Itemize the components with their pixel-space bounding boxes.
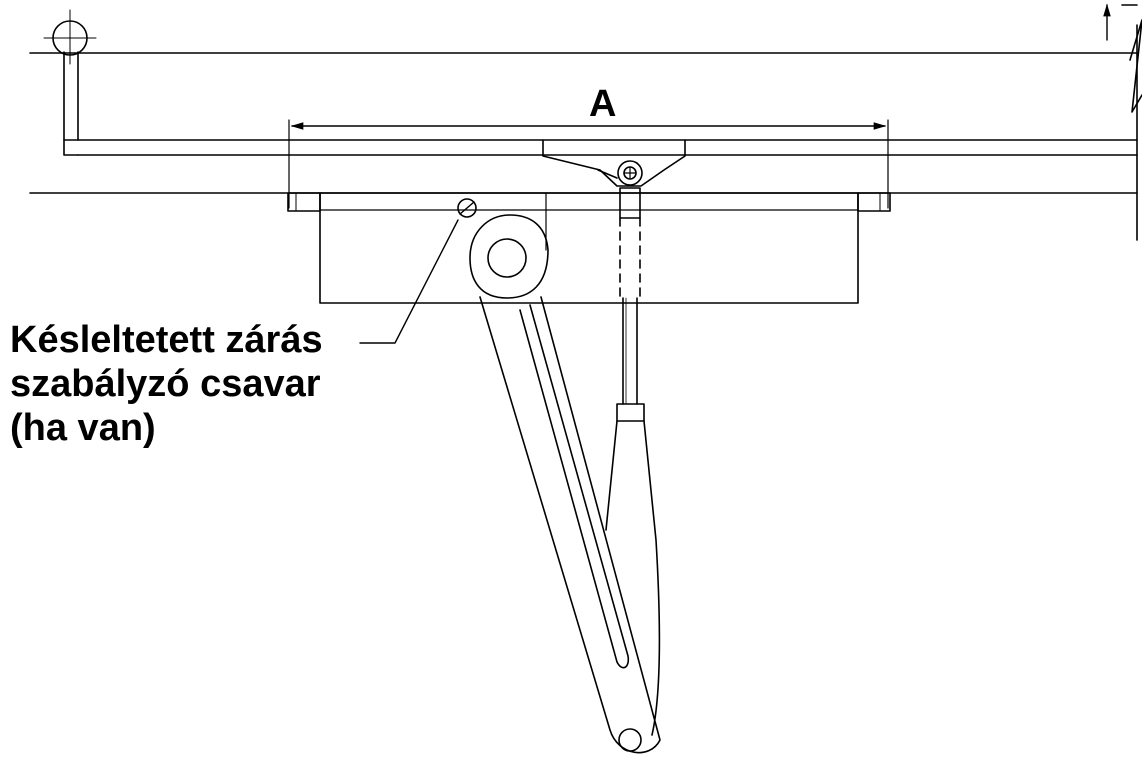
- door-frame-lines: [29, 24, 1138, 241]
- closer-pinion: [469, 214, 549, 299]
- forearm-rod: [605, 187, 661, 736]
- delayed-action-screw-callout: Késleltetett zárás szabályzó csavar (ha …: [10, 318, 323, 450]
- hinge-center-symbol: [43, 9, 97, 65]
- bracket-screw: [617, 160, 643, 186]
- callout-leader-line: [359, 219, 459, 344]
- callout-line-3: (ha van): [10, 407, 156, 449]
- break-line: [1121, 4, 1142, 113]
- dimension-a: [288, 119, 889, 209]
- dimension-label: A: [589, 83, 616, 125]
- callout-line-2: szabályzó csavar: [10, 363, 321, 405]
- closer-body: [319, 192, 859, 304]
- main-arm: [479, 296, 661, 754]
- frame-bracket: [542, 139, 686, 187]
- callout-line-1: Késleltetett zárás: [10, 319, 323, 361]
- mounting-plate: [287, 192, 891, 212]
- delayed-action-screw: [457, 198, 477, 218]
